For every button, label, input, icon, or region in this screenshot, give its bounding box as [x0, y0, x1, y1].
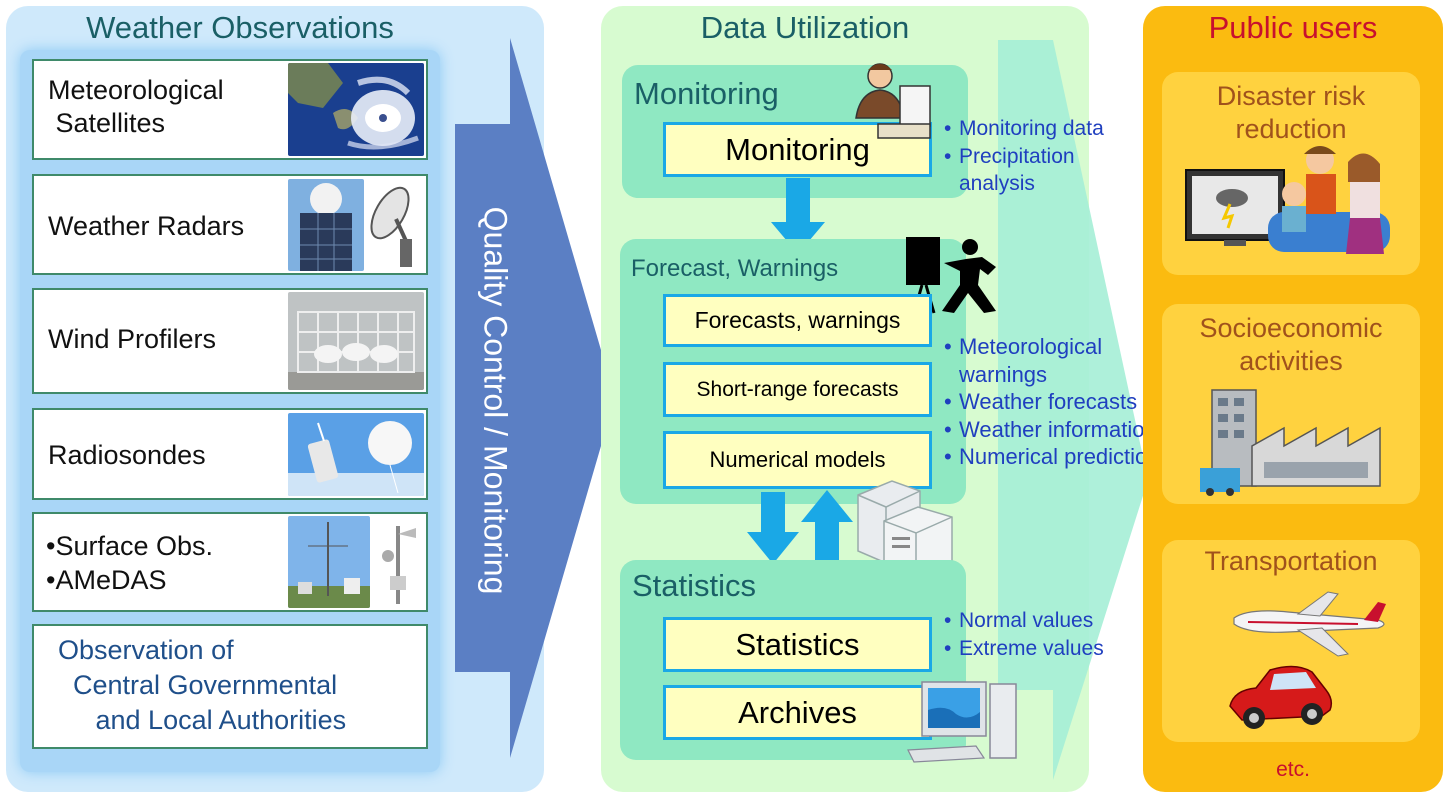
- factory-icon: [1200, 386, 1392, 496]
- wind-profiler-image: [288, 292, 424, 390]
- forecast-output-item: •Weather forecasts: [944, 389, 1138, 414]
- forecast-heading: Forecast, Warnings: [631, 255, 839, 282]
- disaster-risk-title: Disaster risk reduction: [1216, 81, 1366, 144]
- quality-control-arrow: [455, 38, 615, 798]
- surface-station-image: [288, 516, 370, 608]
- observations-title: Weather Observations: [86, 10, 394, 45]
- transportation-title: Transportation: [1204, 546, 1378, 576]
- family-tv-icon: [1184, 142, 1394, 270]
- socioeconomic-title: Socioeconomic activities: [1199, 313, 1383, 376]
- computer-icon: [906, 680, 1022, 764]
- anemometer-image: [372, 516, 424, 608]
- utilization-title: Data Utilization: [700, 10, 910, 45]
- utilization-flow-arrow: [998, 40, 1148, 780]
- down-arrow-icon: [771, 178, 825, 254]
- obs-item-amedas-bullet: •AMeDAS: [46, 565, 167, 595]
- forecasts-warnings-box: Forecasts, warnings: [663, 294, 932, 347]
- numerical-models-box: Numerical models: [663, 431, 932, 489]
- obs-item-surface-label: Surface Obs.: [55, 531, 214, 561]
- obs-item-wind-profilers-label: Wind Profilers: [48, 324, 217, 354]
- forecast-output-item: •Weather information: [944, 416, 1157, 442]
- obs-authorities-box: [32, 624, 428, 749]
- statistics-heading: Statistics: [632, 568, 757, 603]
- obs-item-surface-bullet-1: •Surface Obs.: [46, 531, 214, 561]
- satellite-image: [288, 63, 424, 156]
- obs-item-radiosondes-label: Radiosondes: [48, 440, 206, 470]
- up-arrow-icon: [801, 490, 853, 562]
- forecast-output-item: •Numerical prediction: [944, 444, 1160, 469]
- obs-item-amedas-label: AMeDAS: [55, 565, 167, 595]
- forecast-output-item: •Meteorological: [944, 334, 1103, 359]
- statistics-output-item: •Normal values: [944, 609, 1094, 632]
- etc-label: etc.: [1276, 758, 1310, 781]
- short-range-forecasts-box: Short-range forecasts: [663, 362, 932, 417]
- monitoring-heading: Monitoring: [634, 76, 779, 111]
- obs-authorities-label: Observation of Central Governmental and …: [58, 635, 347, 735]
- monitoring-output-item: analysis: [959, 172, 1035, 195]
- radar-dish-image: [366, 179, 424, 271]
- car-icon: [1226, 660, 1336, 732]
- down-arrow-icon: [747, 492, 799, 564]
- obs-item-radars-label: Weather Radars: [48, 211, 245, 241]
- presenter-icon: [904, 233, 1004, 315]
- operator-icon: [838, 58, 934, 150]
- quality-control-label: Quality Control / Monitoring: [477, 206, 514, 595]
- monitoring-output-item: •Monitoring data: [944, 117, 1104, 140]
- airplane-icon: [1228, 588, 1392, 660]
- monitoring-outputs: •Monitoring data •Precipitation analysis: [944, 115, 1104, 198]
- obs-item-satellites-label: Meteorological Satellites: [48, 75, 224, 138]
- statistics-output-item: •Extreme values: [944, 636, 1104, 660]
- radiosonde-image: [288, 413, 424, 496]
- forecast-outputs: •Meteorological warnings •Weather foreca…: [944, 333, 1160, 471]
- monitoring-output-item: •Precipitation: [944, 144, 1075, 168]
- statistics-outputs: •Normal values •Extreme values: [944, 607, 1104, 662]
- archives-box: Archives: [663, 685, 932, 740]
- statistics-box: Statistics: [663, 617, 932, 672]
- forecast-output-item: warnings: [959, 361, 1048, 387]
- radar-tower-image: [288, 179, 364, 271]
- public-title: Public users: [1208, 10, 1378, 45]
